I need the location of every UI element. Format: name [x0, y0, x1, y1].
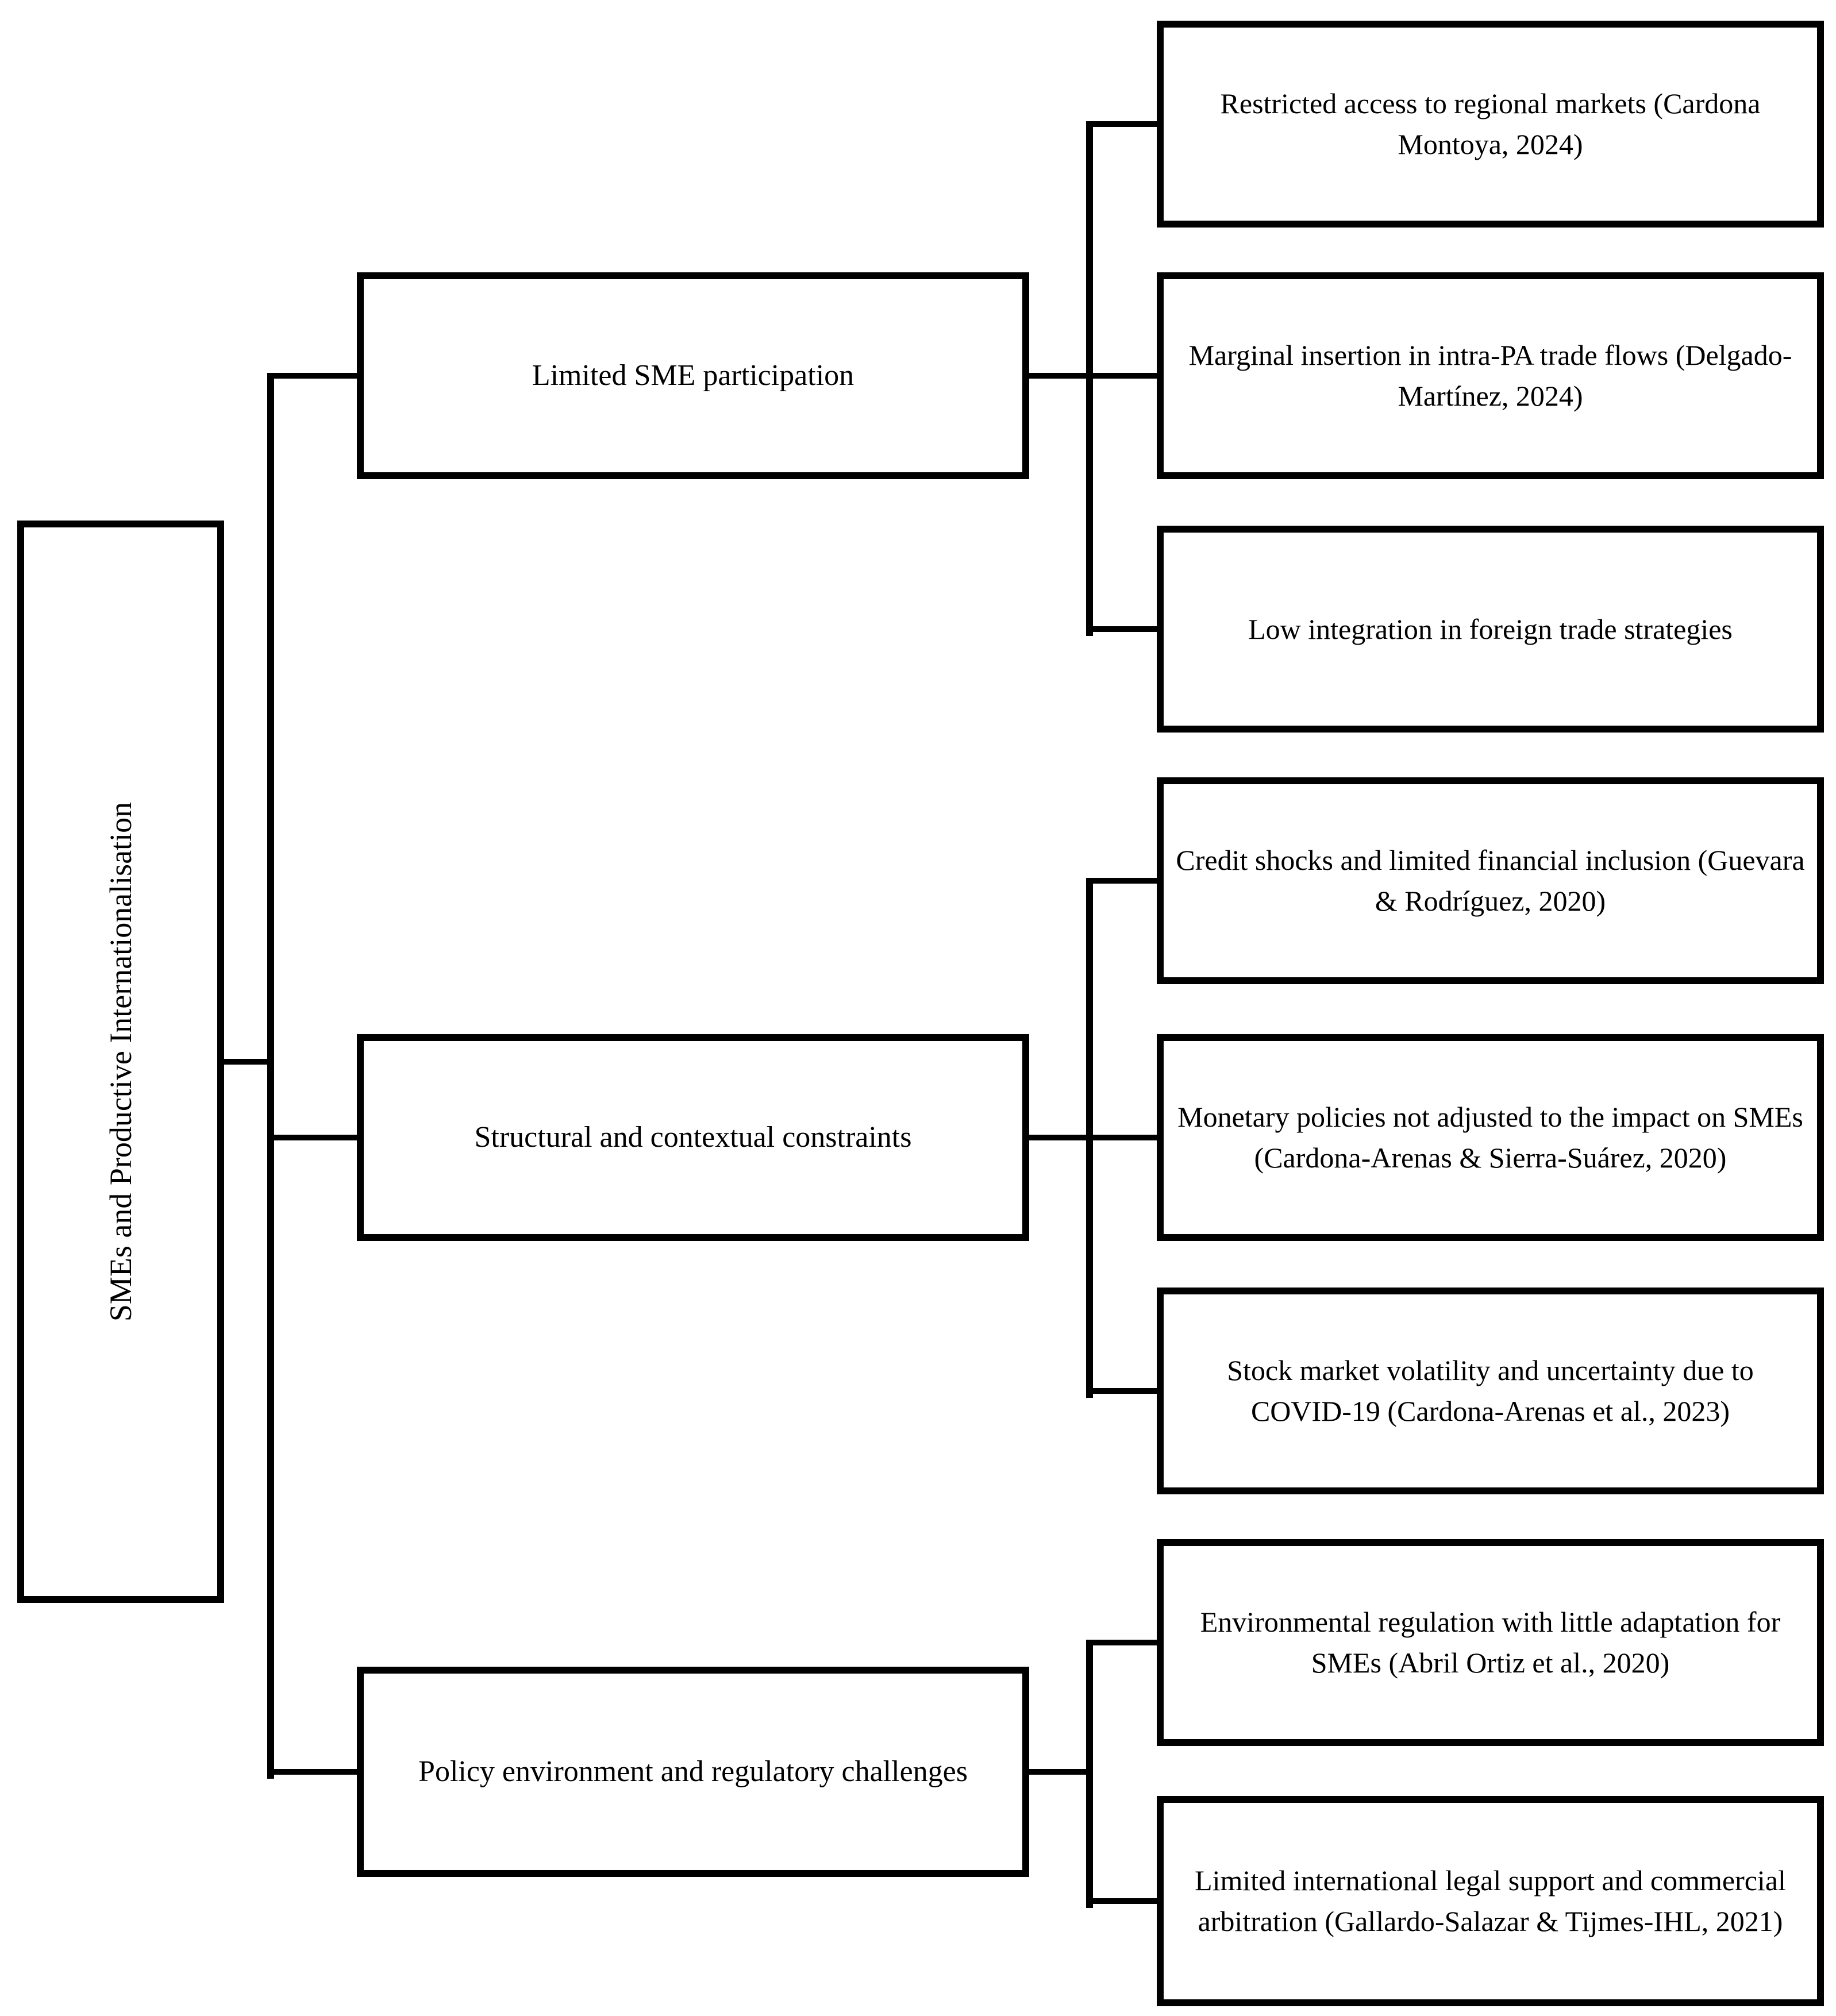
root-node-label: SMEs and Productive Internationalisation [103, 801, 138, 1322]
connector-stub-leaf-4 [1086, 878, 1157, 884]
leaf-node-restricted-access: Restricted access to regional markets (C… [1157, 21, 1824, 228]
root-node: SMEs and Productive Internationalisation [17, 521, 224, 1603]
connector-stub-leaf-6 [1086, 1388, 1157, 1394]
leaf-node-credit-shocks: Credit shocks and limited financial incl… [1157, 777, 1824, 984]
branch-node-label: Limited SME participation [532, 359, 855, 392]
connector-branch2-horizontal [1029, 1135, 1157, 1140]
connector-branch3-bracket-vertical [1086, 1643, 1093, 1908]
branch-node-limited-sme-participation: Limited SME participation [357, 272, 1029, 479]
branch-node-label: Structural and contextual constraints [474, 1121, 912, 1154]
leaf-node-monetary-policies: Monetary policies not adjusted to the im… [1157, 1034, 1824, 1241]
connector-stub-leaf-8 [1086, 1898, 1157, 1904]
leaf-node-label: Credit shocks and limited financial incl… [1176, 844, 1805, 917]
leaf-node-limited-legal-support: Limited international legal support and … [1157, 1796, 1824, 2006]
leaf-node-label: Monetary policies not adjusted to the im… [1177, 1101, 1803, 1174]
leaf-node-label: Stock market volatility and uncertainty … [1227, 1354, 1754, 1427]
connector-branch3-horizontal [1029, 1769, 1093, 1775]
leaf-node-label: Restricted access to regional markets (C… [1220, 87, 1761, 160]
leaf-node-label: Marginal insertion in intra-PA trade flo… [1188, 339, 1792, 412]
connector-branch1-bracket-vertical [1086, 124, 1093, 636]
leaf-node-marginal-insertion: Marginal insertion in intra-PA trade flo… [1157, 272, 1824, 479]
leaf-node-label: Environmental regulation with little ada… [1200, 1606, 1781, 1679]
connector-root-horizontal [224, 1059, 274, 1065]
leaf-node-label: Low integration in foreign trade strateg… [1248, 612, 1733, 645]
connector-stub-branch-1 [267, 373, 357, 379]
connector-branch1-horizontal [1029, 373, 1157, 379]
connector-root-bracket-vertical [267, 376, 274, 1779]
connector-stub-branch-2 [267, 1135, 357, 1140]
leaf-node-environmental-regulation: Environmental regulation with little ada… [1157, 1539, 1824, 1746]
connector-stub-leaf-1 [1086, 121, 1157, 127]
branch-node-structural-contextual-constraints: Structural and contextual constraints [357, 1034, 1029, 1241]
connector-stub-leaf-7 [1086, 1640, 1157, 1645]
branch-node-label: Policy environment and regulatory challe… [418, 1755, 968, 1788]
leaf-node-low-integration: Low integration in foreign trade strateg… [1157, 526, 1824, 733]
branch-node-policy-regulatory-challenges: Policy environment and regulatory challe… [357, 1667, 1029, 1877]
connector-stub-leaf-3 [1086, 626, 1157, 632]
connector-branch2-bracket-vertical [1086, 881, 1093, 1398]
connector-stub-branch-3 [267, 1769, 357, 1775]
leaf-node-stock-market-volatility: Stock market volatility and uncertainty … [1157, 1288, 1824, 1494]
leaf-node-label: Limited international legal support and … [1195, 1864, 1786, 1937]
